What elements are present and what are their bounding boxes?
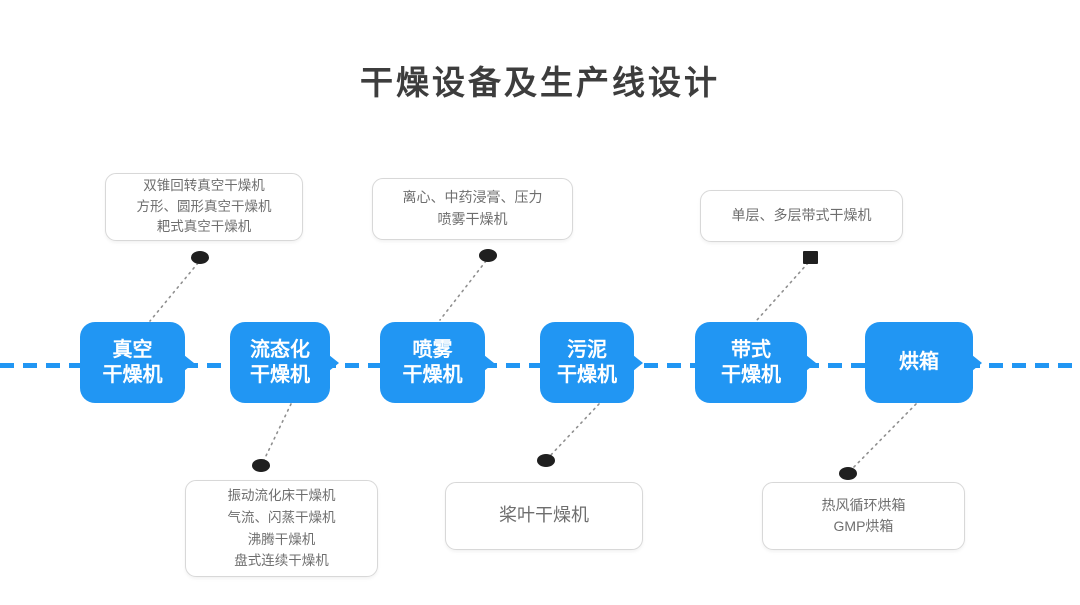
- node-oven: 烘箱: [865, 322, 982, 403]
- node-label-line: 干燥机: [402, 363, 463, 386]
- node-label-line: 带式: [731, 339, 771, 362]
- node-label-line: 污泥: [567, 339, 607, 362]
- callout-spray-dryer-types: 离心、中药浸膏、压力 喷雾干燥机: [372, 178, 573, 240]
- callout-line: 双锥回转真空干燥机: [143, 177, 265, 193]
- node-label-line: 干燥机: [250, 363, 310, 386]
- callout-line: 盘式连续干燥机: [234, 553, 329, 569]
- connector-fluidized-callout: [263, 403, 292, 461]
- marker-dot-oven: [839, 467, 857, 480]
- callout-belt-dryer-types: 单层、多层带式干燥机: [700, 190, 903, 242]
- callout-vacuum-dryer-types: 双锥回转真空干燥机 方形、圆形真空干燥机 耙式真空干燥机: [105, 173, 303, 241]
- node-label-line: 干燥机: [557, 363, 617, 386]
- callout-line: 喷雾干燥机: [437, 211, 508, 227]
- marker-dot-fluidized: [252, 459, 270, 472]
- marker-square-belt: [803, 251, 818, 264]
- marker-dot-spray: [479, 249, 497, 262]
- node-vacuum-dryer: 真空 干燥机: [80, 322, 194, 403]
- page-title: 干燥设备及生产线设计: [360, 64, 720, 101]
- callout-line: 振动流化床干燥机: [227, 488, 336, 504]
- node-belt-dryer: 带式 干燥机: [695, 322, 816, 403]
- callout-line: 沸腾干燥机: [247, 531, 316, 547]
- callout-line: 气流、闪蒸干燥机: [227, 509, 336, 525]
- callout-line: 耙式真空干燥机: [156, 219, 252, 235]
- node-sludge-dryer: 污泥 干燥机: [540, 322, 643, 403]
- node-label-line: 流态化: [250, 339, 310, 362]
- node-label-line: 烘箱: [899, 351, 939, 374]
- callout-line: 离心、中药浸膏、压力: [402, 189, 543, 206]
- connector-belt-callout: [756, 262, 809, 321]
- node-label-line: 真空: [112, 339, 153, 362]
- node-spray-dryer: 喷雾 干燥机: [380, 322, 494, 403]
- callout-fluidized-dryer-types: 振动流化床干燥机 气流、闪蒸干燥机 沸腾干燥机 盘式连续干燥机: [185, 480, 378, 577]
- node-label-line: 喷雾: [412, 339, 453, 362]
- connector-sludge-callout: [548, 403, 600, 458]
- node-label-line: 干燥机: [102, 363, 163, 386]
- marker-dot-vacuum: [191, 251, 209, 264]
- node-fluidized-dryer: 流态化 干燥机: [230, 322, 339, 403]
- connector-oven-callout: [850, 403, 917, 471]
- callout-oven-types: 热风循环烘箱 GMP烘箱: [762, 482, 965, 550]
- connector-spray-callout: [439, 260, 487, 321]
- connector-vacuum-callout: [149, 262, 199, 322]
- callout-line: 单层、多层带式干燥机: [731, 207, 872, 224]
- callout-sludge-dryer-types: 桨叶干燥机: [445, 482, 643, 550]
- callout-line: 方形、圆形真空干燥机: [136, 198, 272, 214]
- callout-line: 桨叶干燥机: [499, 505, 589, 526]
- callout-line: GMP烘箱: [833, 518, 894, 534]
- node-label-line: 干燥机: [721, 363, 781, 386]
- callout-line: 热风循环烘箱: [821, 497, 906, 513]
- marker-dot-sludge: [537, 454, 555, 467]
